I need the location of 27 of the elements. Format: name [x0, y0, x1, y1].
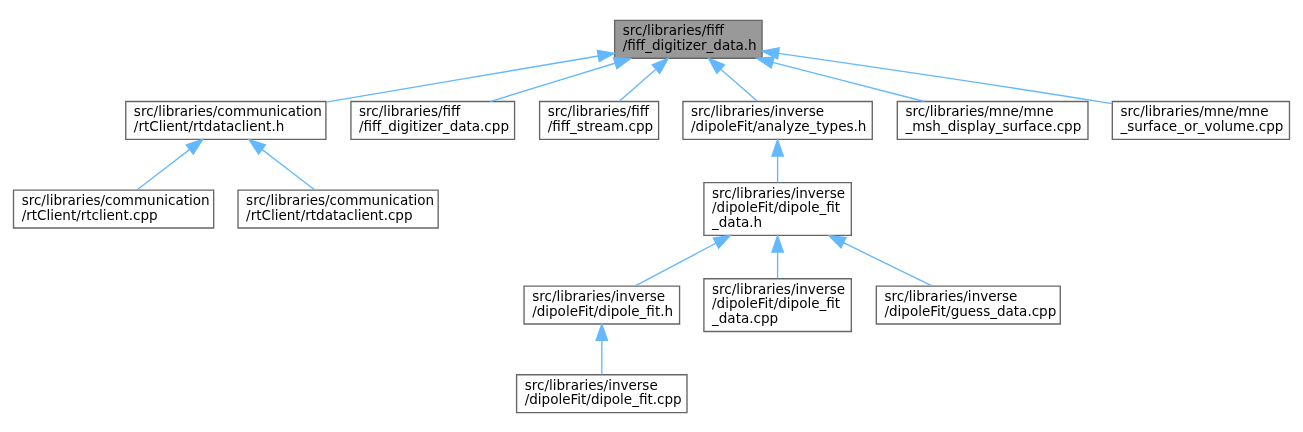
node-box: src/libraries/mne/mne _msh_display_surface.cpp [896, 100, 1089, 140]
arrow [770, 233, 785, 279]
node-box: src/libraries/mne/mne _surface_or_volume.cpp [1111, 100, 1291, 140]
arrow [754, 55, 926, 102]
arrow [325, 49, 617, 103]
node-box: src/libraries/inverse /dipoleFit/guess_data.cpp [875, 284, 1061, 325]
node-box: src/libraries/communication /rtClient/rtdataclient.cpp [237, 188, 439, 229]
arrow [595, 321, 609, 375]
arrow [707, 56, 759, 102]
node-box: src/libraries/inverse /dipoleFit/dipole_fit.h [523, 284, 681, 325]
arrow [489, 56, 633, 102]
node-box: src/libraries/inverse /dipoleFit/dipole_fit.cpp [515, 373, 688, 413]
arrow [760, 46, 1113, 104]
arrow [770, 137, 785, 183]
arrow [634, 234, 733, 287]
arrow [827, 234, 933, 287]
node-box: src/libraries/inverse /dipoleFit/dipole_fit _data.cpp [703, 277, 852, 332]
node-box: src/libraries/fiff /fiff_stream.cpp [538, 100, 660, 140]
node-box: src/libraries/communication /rtClient/rtdataclient.h [125, 100, 327, 140]
node-box: src/libraries/inverse /dipoleFit/analyze_types.h [682, 100, 873, 140]
node-box: src/libraries/fiff /fiff_digitizer_data.h [613, 19, 763, 59]
node-box: src/libraries/fiff /fiff_digitizer_data.cpp [350, 100, 516, 140]
node-box: src/libraries/inverse /dipoleFit/dipole_fit _data.h [703, 181, 852, 236]
arrow [247, 137, 316, 191]
arrow [618, 56, 670, 102]
node-box: src/libraries/communication /rtClient/rtclient.cpp [12, 188, 215, 229]
arrow [136, 137, 205, 191]
